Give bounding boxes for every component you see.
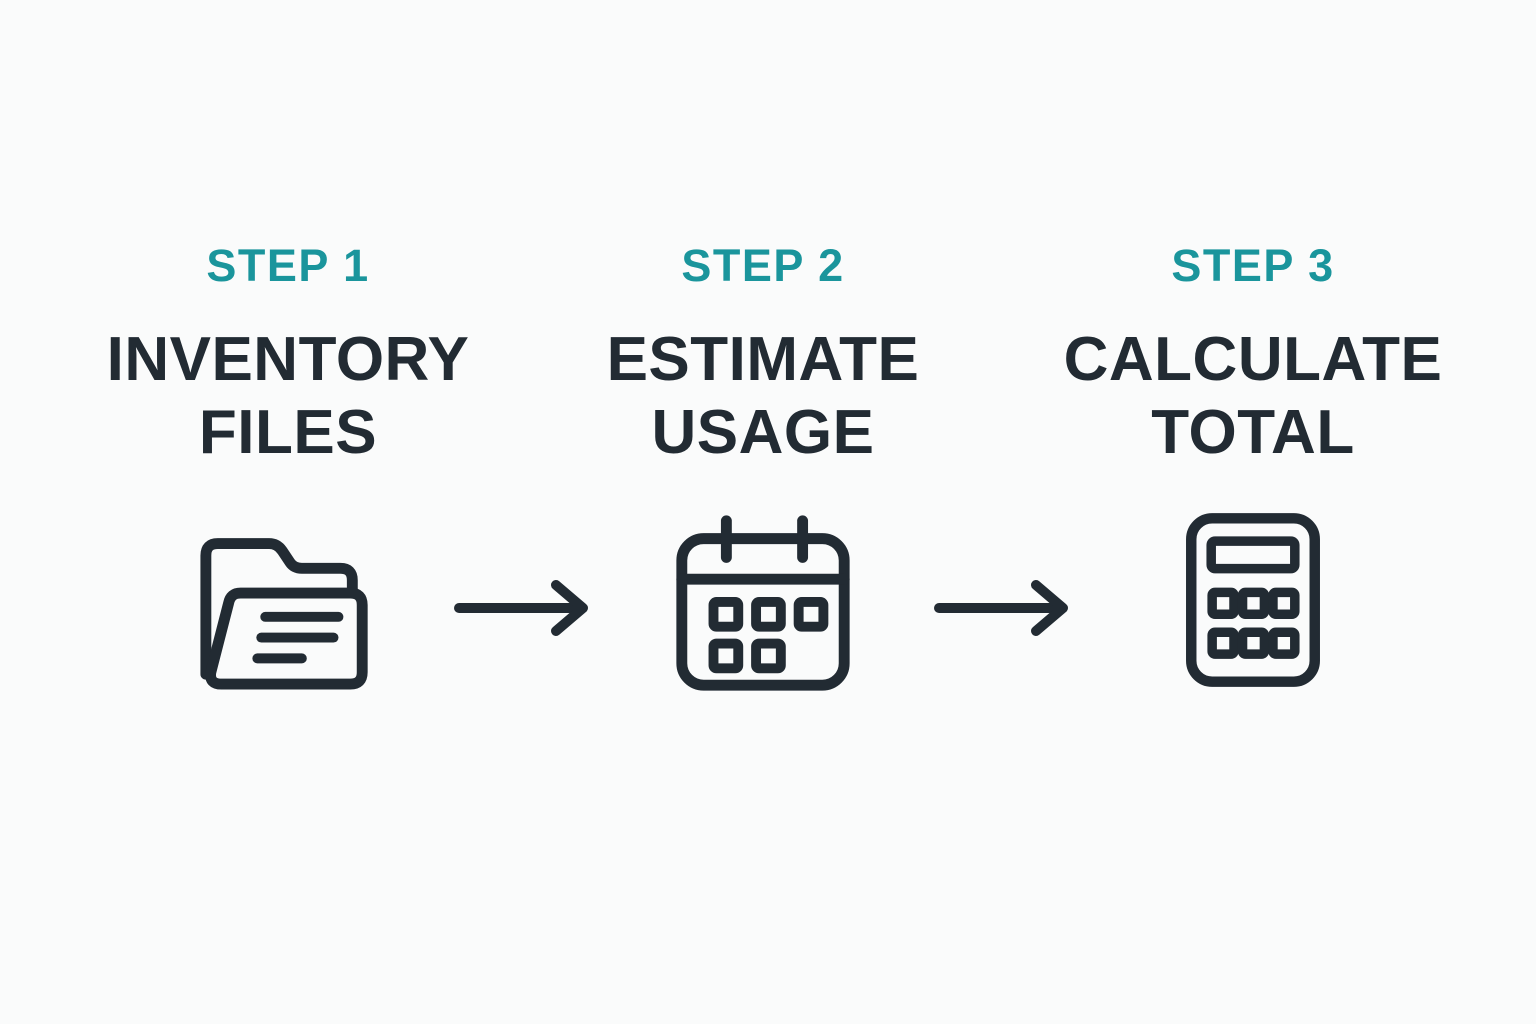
arrow-right-icon xyxy=(934,580,1068,636)
step-2-icon-area xyxy=(543,495,983,705)
step-2-title: ESTIMATE USAGE xyxy=(606,325,920,467)
folder-icon xyxy=(200,538,368,690)
calendar-icon xyxy=(676,515,850,691)
step-3-label: STEP 3 xyxy=(1171,240,1335,291)
calculator-icon xyxy=(1186,513,1320,687)
step-1-label: STEP 1 xyxy=(206,240,370,291)
step-1-icon-area xyxy=(68,495,508,705)
step-3-icon-area xyxy=(1033,495,1473,705)
step-2-label: STEP 2 xyxy=(681,240,845,291)
step-1-column: STEP 1 INVENTORY FILES xyxy=(68,240,508,705)
step-1-title: INVENTORY FILES xyxy=(106,325,470,467)
arrow-right-icon xyxy=(454,580,588,636)
step-2-column: STEP 2 ESTIMATE USAGE xyxy=(543,240,983,705)
step-3-title: CALCULATE TOTAL xyxy=(1063,325,1443,467)
step-3-column: STEP 3 CALCULATE TOTAL xyxy=(1033,240,1473,705)
